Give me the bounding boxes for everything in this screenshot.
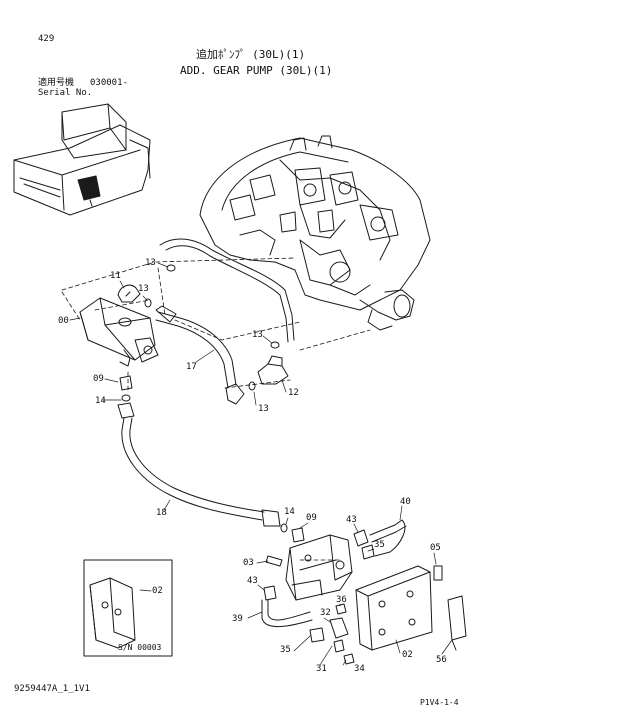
callout-14: 14: [95, 396, 106, 406]
callout-13: 13: [145, 258, 156, 268]
page-number: 429: [38, 34, 55, 44]
control-valve: [285, 534, 353, 601]
callout-09: 09: [93, 374, 104, 384]
bracket-02: [355, 565, 433, 651]
inset-frame: [83, 559, 173, 657]
callout-00: 00: [58, 316, 69, 326]
callout-17: 17: [186, 362, 197, 372]
machine-thumbnail: [13, 103, 151, 216]
callout-13: 13: [258, 404, 269, 414]
engine-assembly: [199, 135, 431, 331]
callout-35: 35: [374, 540, 385, 550]
callout-32: 32: [320, 608, 331, 618]
callout-14: 14: [284, 507, 295, 517]
callout-03: 03: [243, 558, 254, 568]
callout-18: 18: [156, 508, 167, 518]
callout-12: 12: [288, 388, 299, 398]
gear-pump: [79, 297, 159, 367]
callout-56: 56: [436, 655, 447, 665]
callout-35: 35: [280, 645, 291, 655]
callout-11: 11: [110, 271, 121, 281]
callout-34: 34: [354, 664, 365, 674]
serial-value: 030001-: [90, 78, 128, 88]
page-code: P1V4-1-4: [420, 698, 459, 707]
title-japanese: 追加ﾎﾟﾝﾌﾟ (30L)(1): [196, 48, 306, 61]
callout-05: 05: [430, 543, 441, 553]
callout-43: 43: [247, 576, 258, 586]
callout-13: 13: [138, 284, 149, 294]
document-number: 9259447A_1_1V1: [14, 684, 90, 694]
callout-36: 36: [336, 595, 347, 605]
callout-02: 02: [402, 650, 413, 660]
callout-02: 02: [152, 586, 163, 596]
serial-label-en: Serial No.: [38, 88, 93, 98]
serial-label-jp: 適用号機: [38, 78, 75, 88]
callout-31: 31: [316, 664, 327, 674]
callout-39: 39: [232, 614, 243, 624]
callout-13: 13: [252, 330, 263, 340]
callout-43: 43: [346, 515, 357, 525]
inset-serial: S/N 00003: [118, 643, 162, 652]
callout-09: 09: [306, 513, 317, 523]
callout-40: 40: [400, 497, 411, 507]
title-english: ADD. GEAR PUMP (30L)(1): [180, 64, 333, 77]
